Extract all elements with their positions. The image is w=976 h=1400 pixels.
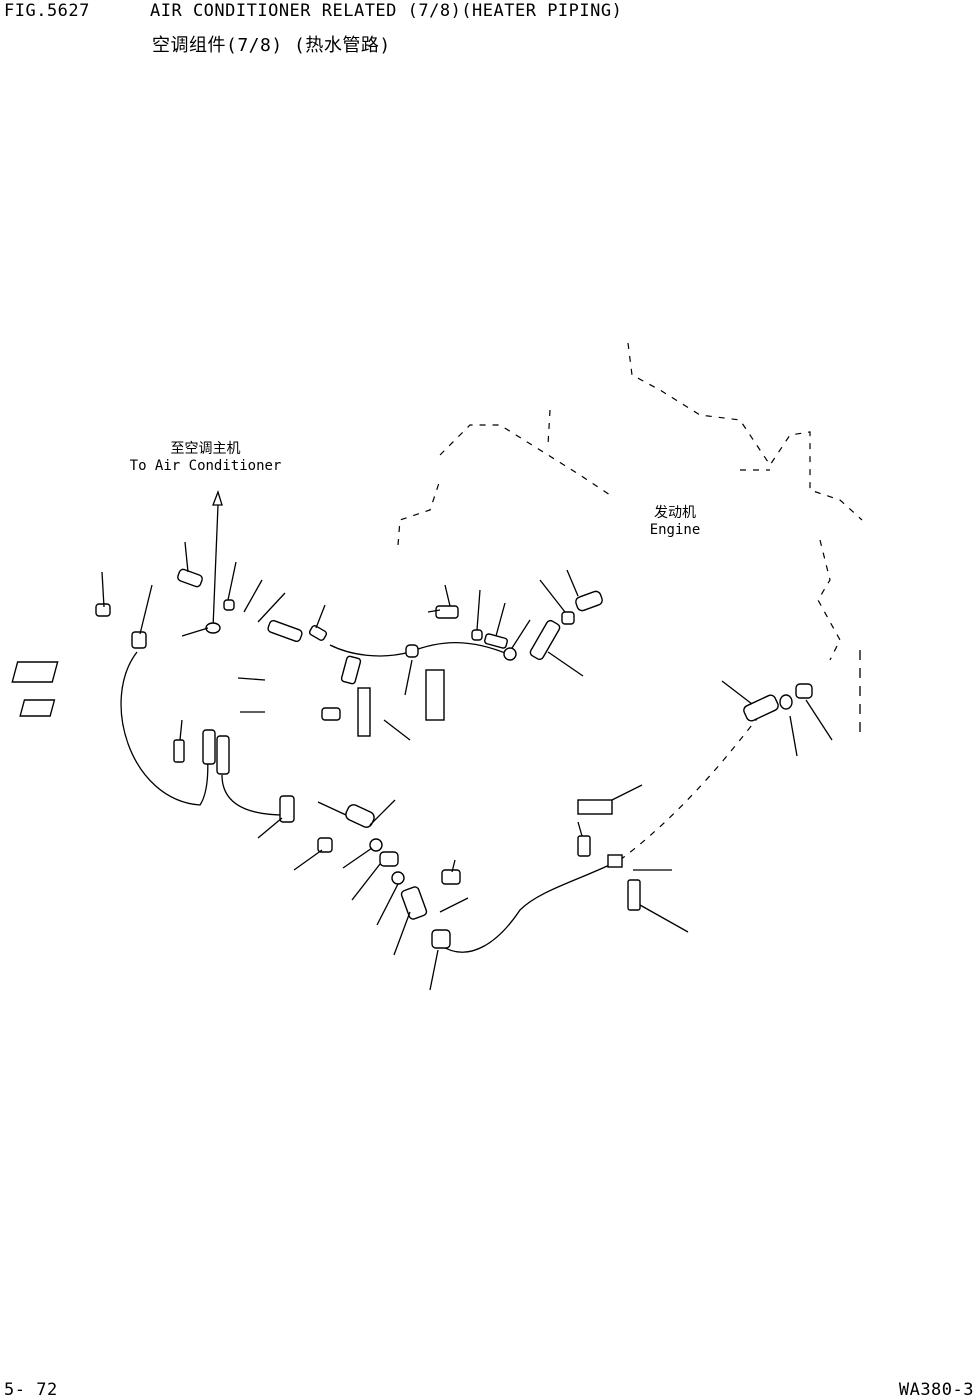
bolt <box>627 879 641 911</box>
to-ac-arrow <box>212 504 219 629</box>
hose-left-lower <box>221 774 286 816</box>
hose-adapter <box>529 619 561 661</box>
bolt <box>173 739 185 763</box>
fitting <box>405 644 419 658</box>
engine-label-en: Engine <box>649 522 701 538</box>
grommet <box>205 622 221 634</box>
hose-adapter <box>484 633 508 649</box>
hose-adapter <box>743 694 779 722</box>
elbow-fitting <box>177 568 203 588</box>
clamp <box>95 603 111 617</box>
elbow <box>575 590 603 612</box>
to-air-conditioner-label-en: To Air Conditioner <box>129 458 282 474</box>
clamp <box>607 854 623 868</box>
clamp <box>779 694 793 710</box>
parts <box>11 568 813 949</box>
clamp <box>131 631 147 649</box>
bolt <box>317 837 333 853</box>
bolt <box>308 625 328 641</box>
leader-lines <box>101 541 833 991</box>
valve <box>202 729 216 765</box>
page-number: 5- 72 <box>4 1380 58 1400</box>
clamp <box>471 629 483 641</box>
to-air-conditioner-label-cn: 至空调主机 <box>170 441 241 457</box>
fitting <box>795 683 813 699</box>
clamp <box>391 871 405 885</box>
figure-title-english: AIR CONDITIONER RELATED (7/8)(HEATER PIP… <box>150 1 623 21</box>
bolt <box>577 835 591 857</box>
hose-right-return <box>619 714 761 861</box>
hose-left-loop <box>120 651 209 806</box>
bolt <box>321 707 341 721</box>
bolt <box>435 605 459 619</box>
valve <box>216 735 230 775</box>
model-number: WA380-3 <box>898 1380 974 1400</box>
engine-label-cn: 发动机 <box>654 505 696 521</box>
bolt <box>441 869 461 885</box>
elbow <box>431 929 451 949</box>
engine-outline <box>397 342 863 740</box>
hose-upper <box>329 642 511 657</box>
clamp <box>561 611 575 625</box>
bracket <box>425 669 445 721</box>
to-air-conditioner-label: 至空调主机 To Air Conditioner <box>128 441 283 475</box>
bracket <box>11 661 59 683</box>
elbow <box>345 804 375 828</box>
engine-label: 发动机 Engine <box>640 505 710 539</box>
figure-number: FIG.5627 <box>4 1 90 21</box>
bracket <box>357 687 371 737</box>
clamp <box>369 838 383 852</box>
elbow <box>340 655 362 685</box>
hose-adapter <box>400 886 428 920</box>
figure-title-chinese: 空调组件(7/8) (热水管路) <box>152 35 391 56</box>
bracket <box>19 699 56 717</box>
fitting <box>223 599 235 611</box>
hose-bottom <box>439 859 621 953</box>
clamp <box>503 647 517 661</box>
bracket <box>577 799 613 815</box>
hose-adapter <box>379 851 399 867</box>
elbow <box>279 795 295 823</box>
hose-adapter <box>267 619 303 643</box>
heater-hoses <box>120 490 761 953</box>
